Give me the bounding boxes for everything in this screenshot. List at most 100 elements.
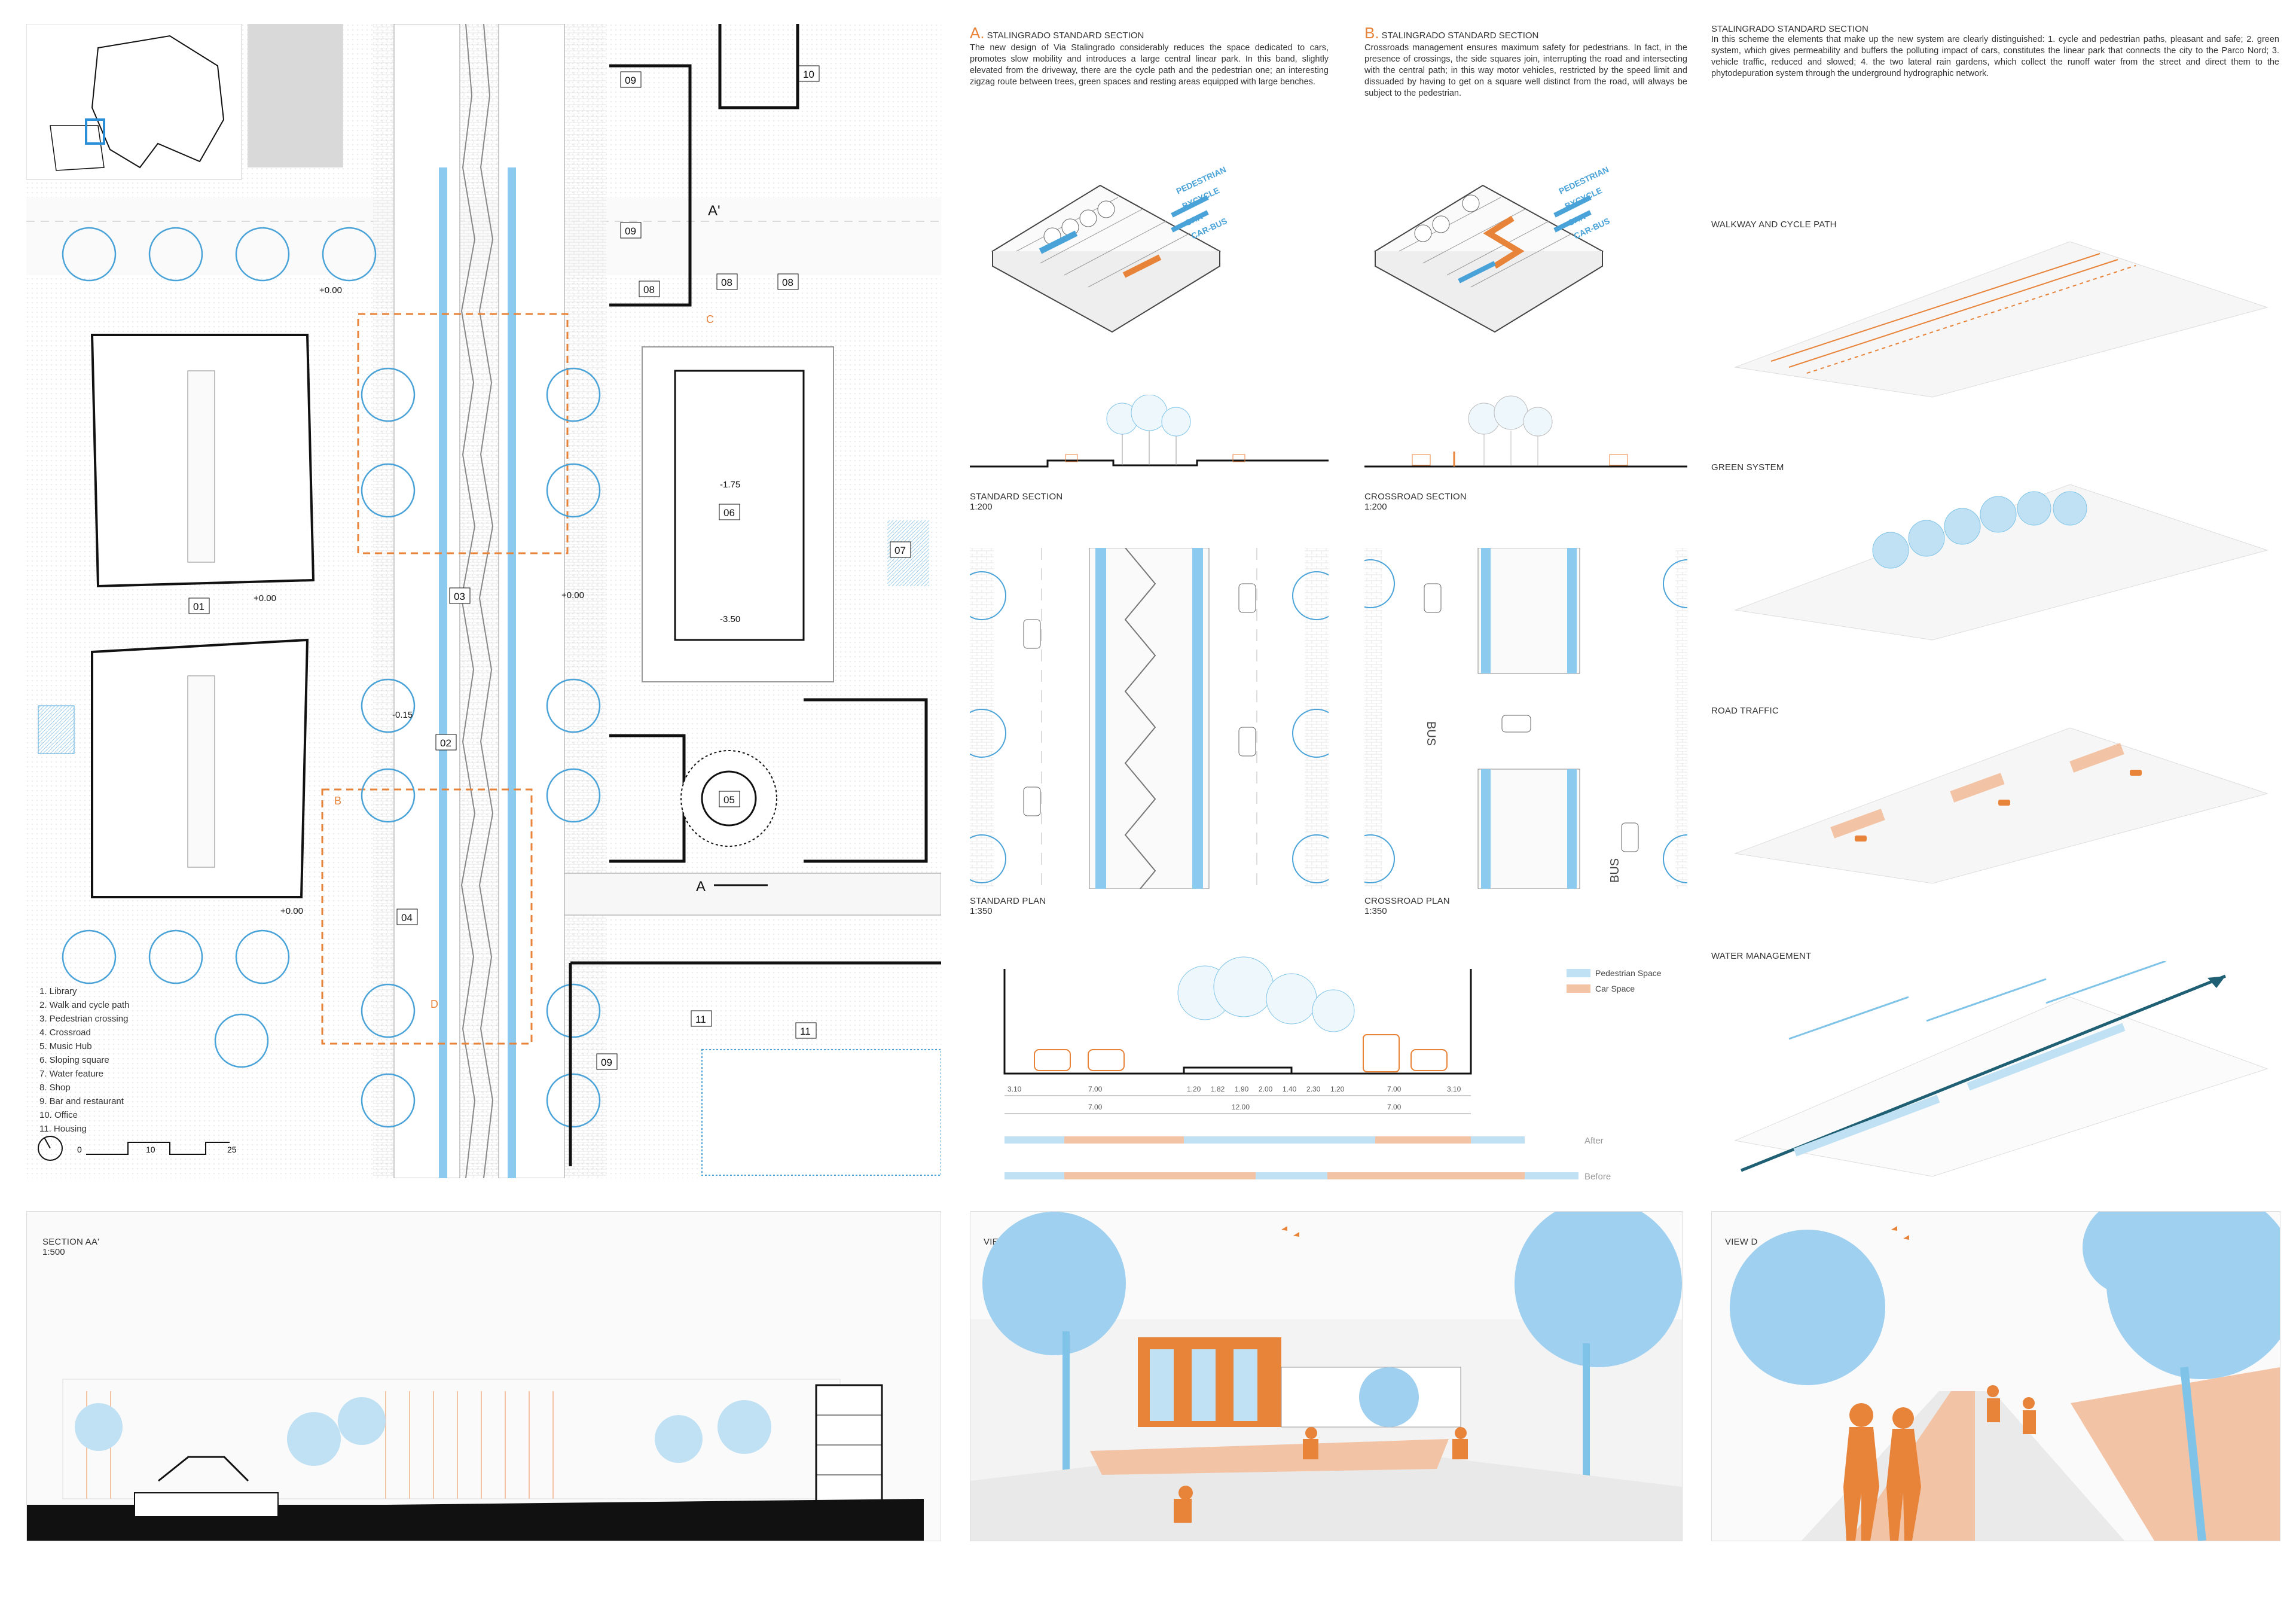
layer-traffic: ROAD TRAFFIC (1711, 706, 2279, 897)
scheme-paragraph: In this scheme the elements that make up… (1711, 35, 2279, 78)
letter-a: A. (970, 24, 985, 42)
before-label: Before (1584, 1172, 1611, 1182)
crossroad-section-scale: 1:200 (1364, 502, 1387, 512)
svg-text:08: 08 (721, 277, 732, 288)
dim-mid: 7.00 (1387, 1103, 1402, 1111)
after-bar (1004, 1136, 1525, 1144)
legend-car: Car Space (1595, 984, 1635, 993)
svg-text:08: 08 (782, 277, 793, 288)
masterplan-drawing: A A' B C D 01 02 03 04 05 06 07 08 08 08… (26, 24, 941, 1178)
svg-text:02: 02 (440, 737, 451, 749)
standard-section-caption: STANDARD SECTION 1:200 (970, 492, 1062, 512)
crossroad-plan-scale: 1:350 (1364, 906, 1387, 916)
section-a-text: A.STALINGRADO STANDARD SECTION The new d… (970, 24, 1329, 88)
svg-text:03: 03 (454, 591, 465, 602)
svg-text:10: 10 (803, 69, 814, 80)
crossroad-plan-drawing: BUS BUS (1364, 548, 1687, 889)
bus-label: BUS (1424, 721, 1437, 746)
standard-section-title: STANDARD SECTION (970, 492, 1063, 502)
section-b-heading: STALINGRADO STANDARD SECTION (1381, 31, 1539, 41)
standard-plan-title: STANDARD PLAN (970, 896, 1046, 906)
linear-park (393, 24, 565, 1178)
scale-bar: 0 10 25 (38, 1136, 237, 1161)
legend-item: 1. Library (39, 986, 77, 996)
axo-label: CAR (1184, 211, 1204, 227)
layer-green: GREEN SYSTEM (1711, 462, 2279, 654)
legend-item: 9. Bar and restaurant (39, 1096, 124, 1106)
svg-text:09: 09 (625, 75, 636, 86)
svg-text:0: 0 (77, 1145, 82, 1154)
dim-top: 2.30 (1306, 1085, 1321, 1093)
dim-top: 3.10 (1447, 1085, 1461, 1093)
before-bar (1004, 1172, 1578, 1179)
svg-text:A: A (696, 879, 706, 895)
svg-text:05: 05 (723, 794, 735, 806)
letter-b: B. (1364, 24, 1379, 42)
crossroad-section-title: CROSSROAD SECTION (1364, 492, 1467, 502)
standard-plan-scale: 1:350 (970, 906, 993, 916)
svg-text:-3.50: -3.50 (720, 614, 740, 624)
svg-text:08: 08 (643, 284, 655, 295)
svg-text:10: 10 (146, 1145, 155, 1154)
dim-top: 3.10 (1007, 1085, 1022, 1093)
section-aa-title: SECTION AA' (42, 1237, 100, 1247)
svg-text:+0.00: +0.00 (319, 285, 342, 295)
layer-walkway-title: WALKWAY AND CYCLE PATH (1711, 219, 1837, 230)
svg-text:+0.00: +0.00 (254, 593, 276, 603)
key-map (26, 24, 343, 180)
dim-top: 7.00 (1387, 1085, 1402, 1093)
legend-item: 6. Sloping square (39, 1055, 109, 1065)
dim-top: 7.00 (1088, 1085, 1103, 1093)
svg-text:-0.15: -0.15 (392, 710, 413, 720)
scheme-heading: STALINGRADO STANDARD SECTION (1711, 24, 1868, 34)
legend-item: 10. Office (39, 1110, 78, 1120)
svg-text:+0.00: +0.00 (561, 590, 584, 600)
svg-text:D: D (430, 998, 438, 1010)
dim-top: 2.00 (1259, 1085, 1273, 1093)
svg-text:-1.75: -1.75 (720, 480, 740, 490)
svg-text:04: 04 (401, 912, 413, 923)
dim-top: 1.90 (1235, 1085, 1249, 1093)
svg-text:A': A' (708, 203, 720, 219)
legend-item: 8. Shop (39, 1083, 71, 1093)
legend-item: 4. Crossroad (39, 1028, 91, 1038)
legend-pedestrian: Pedestrian Space (1595, 968, 1662, 978)
legend-item: 3. Pedestrian crossing (39, 1014, 129, 1024)
section-b-text: B.STALINGRADO STANDARD SECTION Crossroad… (1364, 24, 1687, 99)
dim-top: 1.40 (1283, 1085, 1297, 1093)
axo-label: PEDESTRIAN (1175, 164, 1228, 196)
scheme-text: STALINGRADO STANDARD SECTION In this sch… (1711, 24, 2279, 80)
crossroad-plan-caption: CROSSROAD PLAN 1:350 (1364, 896, 1450, 916)
legend-item: 7. Water feature (39, 1069, 103, 1079)
standard-plan-caption: STANDARD PLAN 1:350 (970, 896, 1046, 916)
standard-plan-drawing (970, 548, 1329, 889)
view-d: VIEW D (1711, 1211, 2280, 1541)
big-section: 3.10 7.00 1.20 1.82 1.90 2.00 1.40 2.30 … (981, 945, 1698, 1202)
dim-top: 1.20 (1187, 1085, 1201, 1093)
section-aa-scale: 1:500 (42, 1247, 65, 1257)
section-a-paragraph: The new design of Via Stalingrado consid… (970, 43, 1329, 87)
dim-mid: 12.00 (1232, 1103, 1250, 1111)
dim-top: 1.20 (1330, 1085, 1345, 1093)
view-d-title: VIEW D (1725, 1237, 1758, 1247)
legend-item: 5. Music Hub (39, 1041, 92, 1051)
svg-text:09: 09 (625, 225, 636, 237)
svg-text:09: 09 (601, 1057, 612, 1068)
svg-text:06: 06 (723, 507, 735, 519)
svg-text:11: 11 (695, 1014, 706, 1025)
axo-label: CAR (1567, 211, 1587, 227)
layer-water: WATER MANAGEMENT (1711, 951, 2279, 1190)
axo-label: PEDESTRIAN (1558, 164, 1611, 196)
standard-section-drawing (970, 395, 1329, 478)
axo-crossroad: PEDESTRIAN BYCYCLE CAR CAR-BUS (1363, 161, 1614, 341)
layer-water-title: WATER MANAGEMENT (1711, 951, 1812, 961)
masterplan: A A' B C D 01 02 03 04 05 06 07 08 08 08… (26, 24, 941, 1178)
svg-text:25: 25 (227, 1145, 237, 1154)
svg-text:01: 01 (193, 601, 204, 612)
crossroad-plan-title: CROSSROAD PLAN (1364, 896, 1450, 906)
crossroad-section-drawing (1364, 395, 1687, 478)
svg-text:B: B (334, 795, 341, 807)
masterplan-legend: 1. Library 2. Walk and cycle path 3. Ped… (39, 984, 129, 1136)
layer-green-title: GREEN SYSTEM (1711, 462, 1784, 472)
dim-top: 1.82 (1211, 1085, 1225, 1093)
